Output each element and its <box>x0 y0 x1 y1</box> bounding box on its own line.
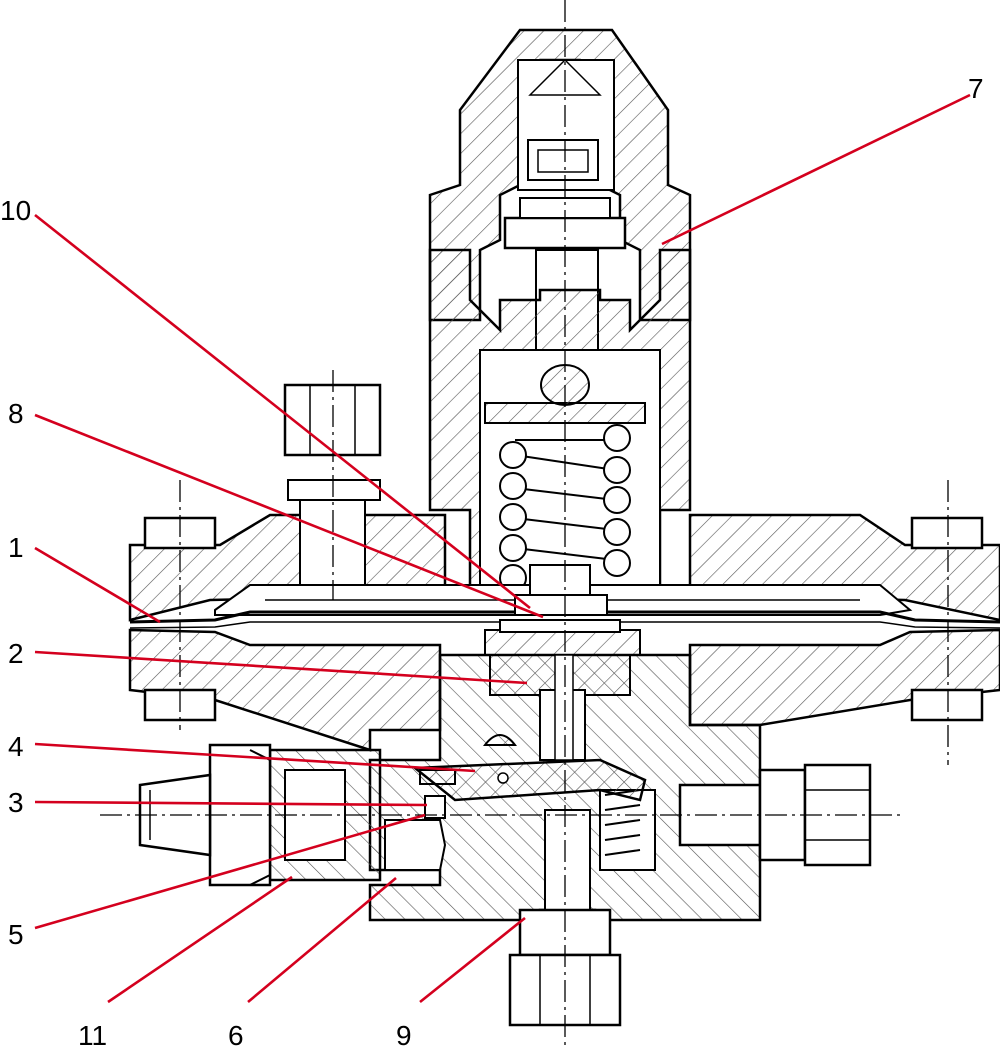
leader-3 <box>34 800 428 807</box>
callout-11: 11 <box>78 1020 107 1048</box>
diaphragm-plate <box>484 564 641 656</box>
leader-8 <box>34 413 544 619</box>
callout-4: 4 <box>8 731 24 762</box>
callout-5: 5 <box>8 919 24 950</box>
nozzle <box>384 795 447 871</box>
leader-11 <box>107 875 293 1004</box>
leader-lines <box>34 93 971 1004</box>
leader-2 <box>34 650 528 685</box>
leader-9 <box>419 916 526 1004</box>
leader-5 <box>34 813 426 930</box>
leader-1 <box>34 546 161 624</box>
callout-8: 8 <box>8 398 24 429</box>
leader-10 <box>34 213 531 610</box>
callout-6: 6 <box>228 1020 244 1048</box>
center-lines <box>100 0 949 1048</box>
callout-1: 1 <box>8 532 24 563</box>
callout-2: 2 <box>8 638 24 669</box>
callout-labels: 7 10 8 1 2 4 3 5 11 6 9 <box>0 73 984 1048</box>
callout-9: 9 <box>396 1020 412 1048</box>
leader-6 <box>247 877 397 1003</box>
callout-10: 10 <box>0 195 31 226</box>
callout-3: 3 <box>8 787 24 818</box>
callout-7: 7 <box>968 73 984 104</box>
leader-7 <box>661 93 971 246</box>
flange-bolts <box>143 516 984 722</box>
leader-4 <box>34 742 476 773</box>
